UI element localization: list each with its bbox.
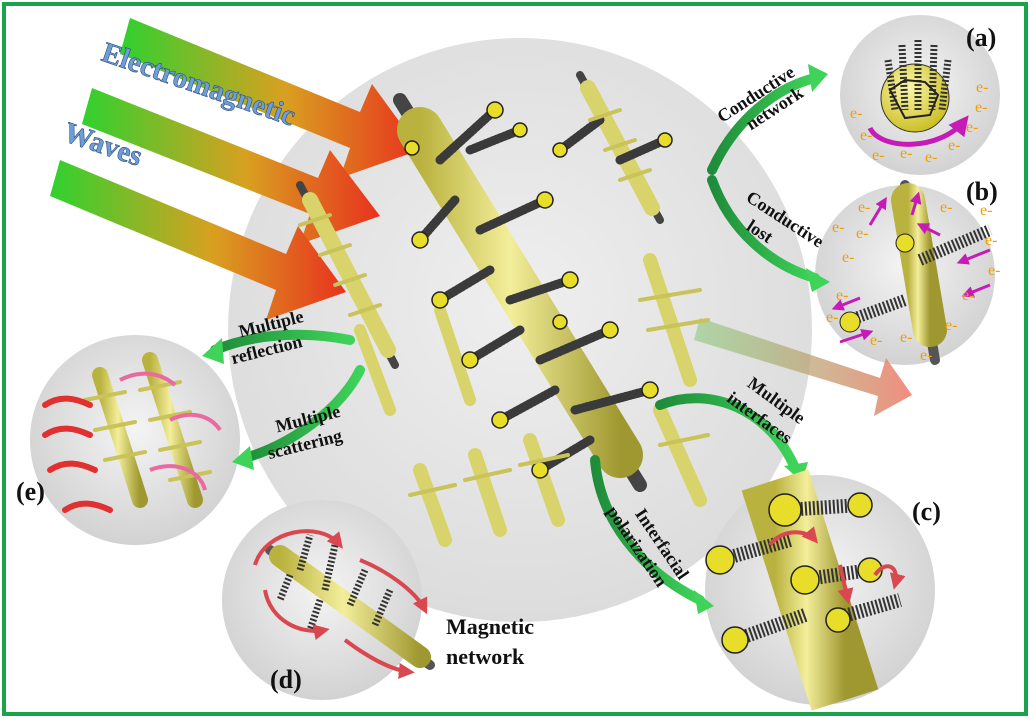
electron-label: e- <box>985 232 997 249</box>
rod-spikes <box>298 108 710 497</box>
arrow-interfacial-polarization <box>590 455 705 605</box>
arrow-multiple-scattering <box>240 365 365 463</box>
label-magnetic-network-2: network <box>446 644 525 669</box>
electron-label: e- <box>980 202 992 219</box>
electron-label: e- <box>900 145 912 162</box>
panel-labels: (a) (b) (c) (d) (e) <box>16 23 998 694</box>
electron-label: e- <box>850 105 862 122</box>
electron-label: e- <box>826 309 838 326</box>
electron-labels: e-e-e-e-e-e-e-e-e-e-e-e-e-e-e-e-e-e-e-e-… <box>826 79 1000 364</box>
electron-label: e- <box>940 199 952 216</box>
satellite-rods <box>296 71 707 547</box>
nanotube-branches <box>415 105 670 475</box>
process-arrowheads <box>202 64 830 614</box>
electron-label: e- <box>858 199 870 216</box>
arrow-conductive-lost <box>707 175 820 283</box>
electron-label: e- <box>842 249 854 266</box>
panel-label-d: (d) <box>270 665 302 694</box>
panel-b-content <box>831 180 993 365</box>
arrow-multiple-reflection <box>210 329 355 355</box>
electron-label: e- <box>962 287 974 304</box>
wave-arrow-1 <box>120 18 420 178</box>
electron-label: e- <box>836 287 848 304</box>
panel-c-content <box>705 469 906 711</box>
panel-e-circle <box>30 335 240 545</box>
electron-label: e- <box>976 79 988 96</box>
label-magnetic-network-1: Magnetic <box>446 614 534 639</box>
electron-label: e- <box>872 147 884 164</box>
electron-label: e- <box>870 332 882 349</box>
electron-label: e- <box>860 127 872 144</box>
panel-d-circle <box>222 500 422 700</box>
arrow-conductive-network <box>707 73 820 175</box>
panel-e-content <box>42 352 222 513</box>
panel-d-content <box>253 529 435 679</box>
electron-label: e- <box>832 219 844 236</box>
arrow-multiple-interfaces <box>655 393 800 473</box>
panel-label-b: (b) <box>966 177 998 206</box>
electron-label: e- <box>948 137 960 154</box>
magnetic-network-label: Magnetic network <box>446 614 534 669</box>
electron-label: e- <box>988 262 1000 279</box>
electron-label: e- <box>900 329 912 346</box>
panel-label-c: (c) <box>912 497 941 526</box>
outgoing-wave-arrow <box>694 318 912 416</box>
electron-label: e- <box>945 317 957 334</box>
panel-a-fullerene <box>867 40 969 147</box>
electron-label: e- <box>920 347 932 364</box>
process-arrows <box>210 73 820 605</box>
electron-label: e- <box>975 99 987 116</box>
electron-label: e- <box>925 149 937 166</box>
wave-arrow-3 <box>50 160 346 320</box>
panel-label-e: (e) <box>16 477 45 506</box>
nanotube-caps <box>404 101 673 479</box>
electron-label: e- <box>856 225 868 242</box>
panel-label-a: (a) <box>966 23 996 52</box>
electron-label: e- <box>966 119 978 136</box>
